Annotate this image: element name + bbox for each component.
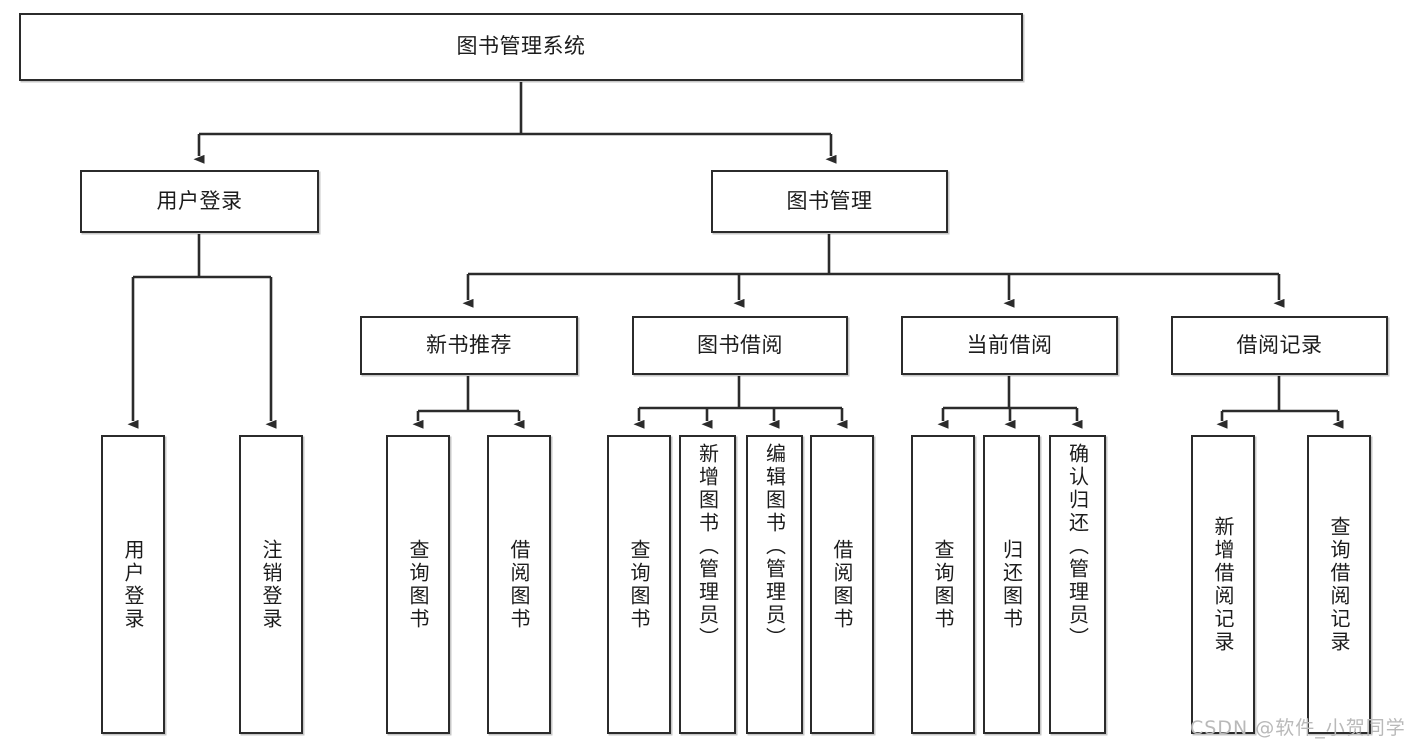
node-leaf-label: 查询图书 (406, 538, 430, 631)
node-borrow-record-label: 借阅记录 (1236, 332, 1323, 357)
node-leaf-user-login-logout[interactable]: 注销登录 (239, 435, 303, 734)
node-current-borrow-label: 当前借阅 (966, 332, 1053, 357)
node-leaf-label: 借阅图书 (830, 538, 854, 631)
node-leaf-bookborrow-add-book-admin[interactable]: 新增图书（管理员） (679, 435, 736, 734)
node-leaf-label: 新增借阅记录 (1211, 515, 1235, 654)
node-leaf-newbook-query-book[interactable]: 查询图书 (386, 435, 450, 734)
node-new-book-recommend-label: 新书推荐 (426, 332, 512, 357)
node-leaf-bookborrow-edit-book-admin[interactable]: 编辑图书（管理员） (746, 435, 803, 734)
node-leaf-label: 用户登录 (121, 538, 145, 631)
node-root[interactable]: 图书管理系统 (19, 13, 1023, 81)
node-leaf-label: 查询图书 (627, 538, 651, 631)
node-leaf-label: 新增图书（管理员） (695, 443, 720, 650)
node-book-manage-label: 图书管理 (786, 188, 873, 213)
node-borrow-record[interactable]: 借阅记录 (1171, 316, 1388, 375)
node-user-login-label: 用户登录 (156, 188, 243, 213)
node-book-borrow-label: 图书借阅 (697, 332, 783, 357)
node-leaf-label: 编辑图书（管理员） (762, 443, 787, 650)
node-leaf-currentborrow-confirm-return-admin[interactable]: 确认归还（管理员） (1049, 435, 1106, 734)
node-leaf-label: 归还图书 (999, 538, 1024, 631)
node-user-login[interactable]: 用户登录 (80, 170, 319, 233)
node-book-manage[interactable]: 图书管理 (711, 170, 948, 233)
node-leaf-newbook-borrow-book[interactable]: 借阅图书 (487, 435, 551, 734)
node-leaf-currentborrow-query-book[interactable]: 查询图书 (911, 435, 975, 734)
node-leaf-currentborrow-return-book[interactable]: 归还图书 (983, 435, 1040, 734)
watermark: CSDN @软件_小贺同学 (1190, 717, 1405, 739)
node-root-label: 图书管理系统 (456, 34, 586, 59)
node-leaf-bookborrow-query-book[interactable]: 查询图书 (607, 435, 671, 734)
node-leaf-bookborrow-borrow-book[interactable]: 借阅图书 (810, 435, 874, 734)
node-leaf-label: 借阅图书 (507, 538, 531, 631)
node-leaf-label: 查询图书 (931, 538, 955, 631)
node-new-book-recommend[interactable]: 新书推荐 (360, 316, 578, 375)
node-leaf-borrowrecord-query-record[interactable]: 查询借阅记录 (1307, 435, 1371, 734)
node-current-borrow[interactable]: 当前借阅 (901, 316, 1118, 375)
node-leaf-label: 查询借阅记录 (1327, 515, 1351, 654)
node-leaf-label: 注销登录 (259, 538, 283, 631)
node-book-borrow[interactable]: 图书借阅 (632, 316, 848, 375)
node-leaf-user-login-login[interactable]: 用户登录 (101, 435, 165, 734)
node-leaf-label: 确认归还（管理员） (1065, 443, 1090, 650)
node-leaf-borrowrecord-add-record[interactable]: 新增借阅记录 (1191, 435, 1255, 734)
